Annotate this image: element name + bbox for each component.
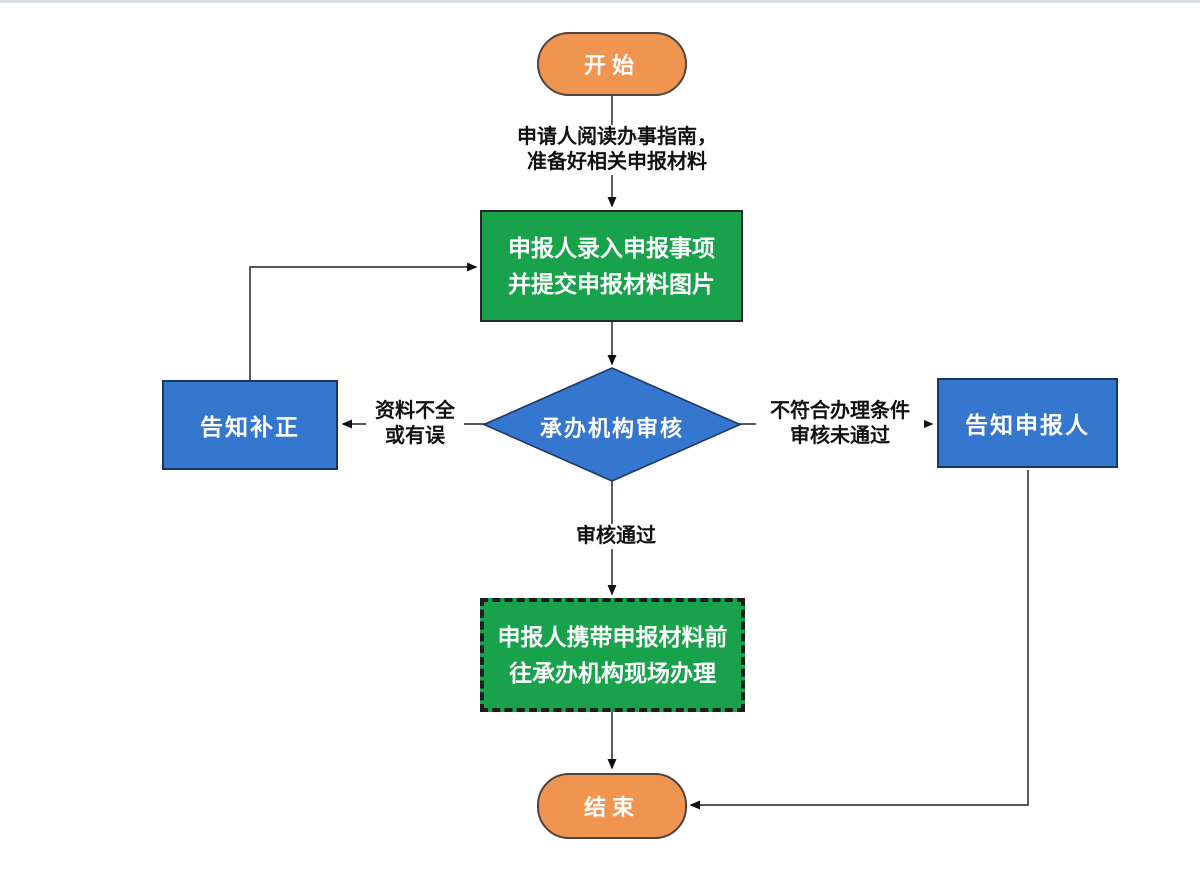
notify-correction-node[interactable]: 告知补正 bbox=[162, 380, 338, 470]
start-node[interactable]: 开始 bbox=[537, 32, 687, 96]
decision-node[interactable] bbox=[482, 367, 742, 482]
process-entry-label: 申报人录入申报事项 并提交申报材料图片 bbox=[508, 235, 715, 297]
end-node[interactable]: 结束 bbox=[537, 773, 687, 839]
process-onsite-node[interactable]: 申报人携带申报材料前 往承办机构现场办理 bbox=[480, 598, 745, 712]
edge-label-rejected: 不符合办理条件 审核未通过 bbox=[756, 399, 924, 449]
start-node-label: 开始 bbox=[583, 53, 640, 78]
edge-label-prepare: 申请人阅读办事指南， 准备好相关申报材料 bbox=[500, 125, 734, 175]
edge-notify-to-end bbox=[689, 470, 1029, 810]
edge-label-incomplete: 资料不全 或有误 bbox=[366, 399, 464, 449]
edge-correction-loop bbox=[249, 262, 478, 380]
edge-label-approved: 审核通过 bbox=[567, 524, 665, 549]
notify-applicant-node[interactable]: 告知申报人 bbox=[937, 378, 1118, 468]
notify-correction-label: 告知补正 bbox=[200, 414, 300, 440]
top-divider bbox=[0, 0, 1200, 3]
process-entry-node[interactable]: 申报人录入申报事项 并提交申报材料图片 bbox=[480, 210, 743, 322]
notify-applicant-label: 告知申报人 bbox=[965, 412, 1090, 438]
end-node-label: 结束 bbox=[583, 795, 640, 820]
process-onsite-label: 申报人携带申报材料前 往承办机构现场办理 bbox=[497, 624, 728, 686]
